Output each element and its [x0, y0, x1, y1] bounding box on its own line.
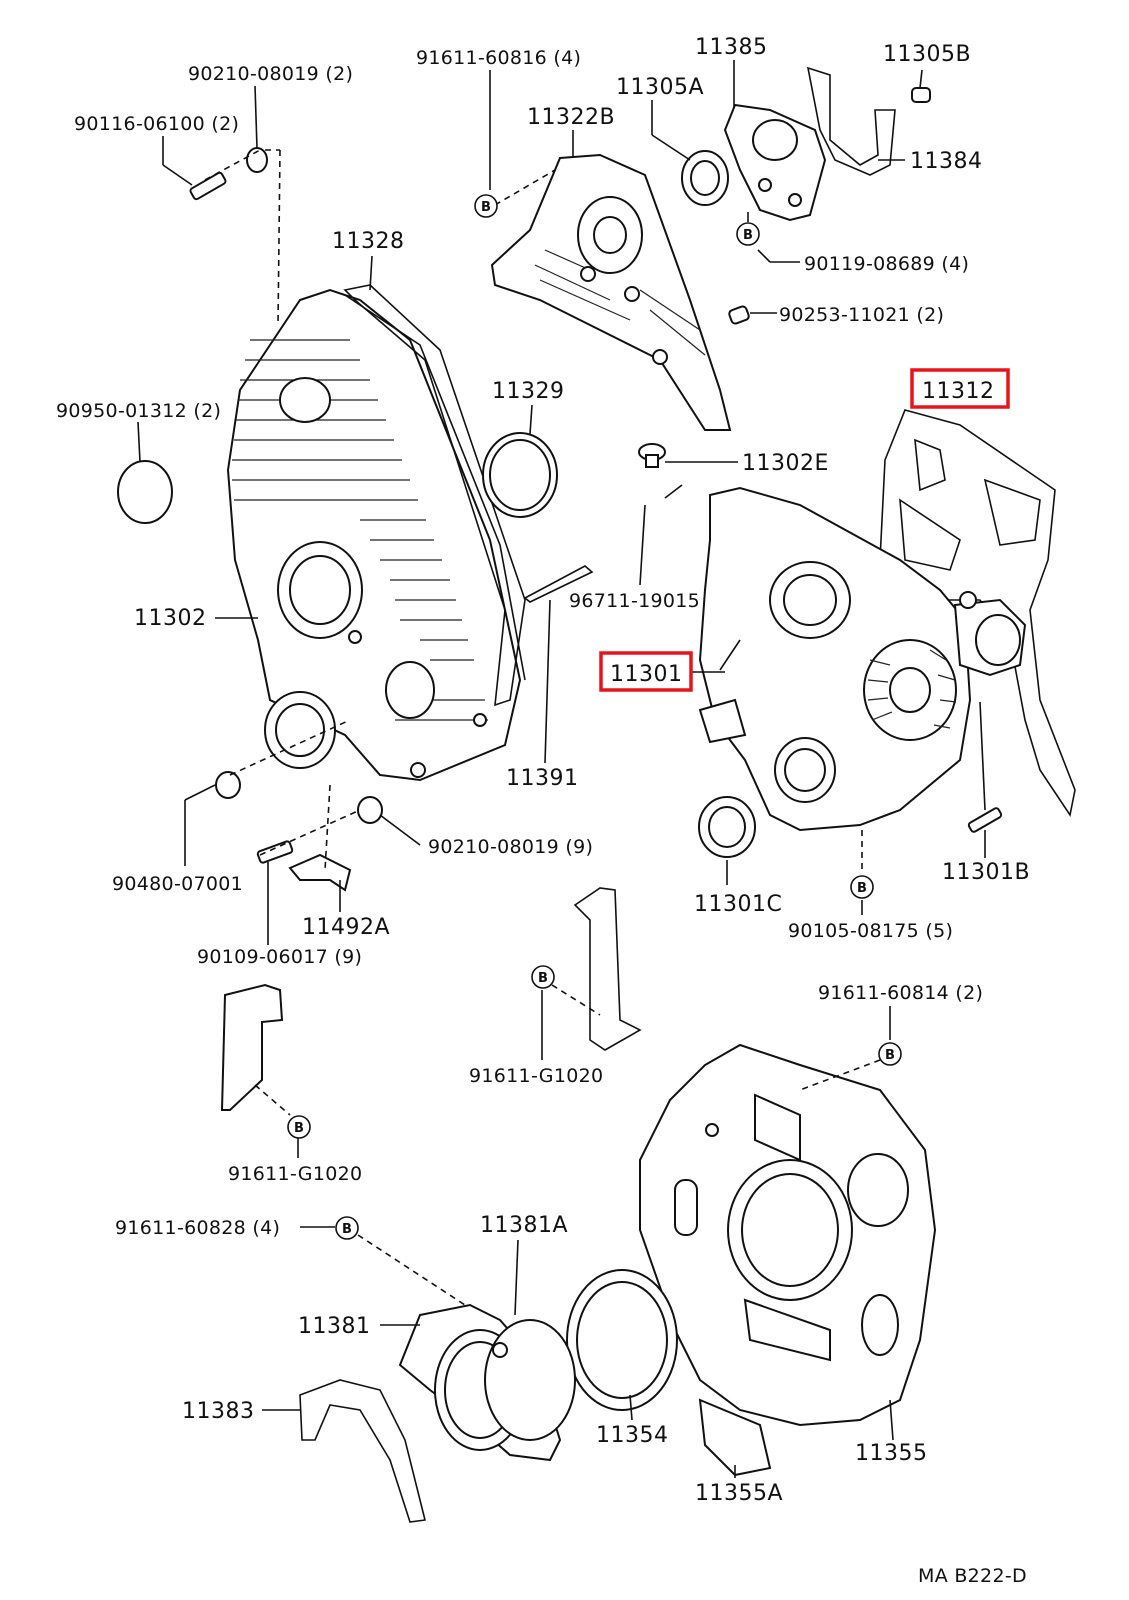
svg-text:B: B	[857, 881, 867, 896]
part-dipstick-11391	[523, 565, 594, 603]
callout-11301c[interactable]: 11301C	[694, 892, 782, 917]
callout-11381[interactable]: 11381	[298, 1314, 371, 1339]
callout-11381a[interactable]: 11381A	[480, 1213, 568, 1238]
part-washer-90210-9	[357, 796, 383, 824]
bolt-marker: B	[850, 875, 874, 899]
callout-11305a[interactable]: 11305A	[616, 75, 704, 100]
bolt-markers: B B B B B B B	[287, 194, 902, 1240]
bolt-marker: B	[878, 1042, 902, 1066]
bolt-marker: B	[736, 222, 760, 246]
callout-90253-11021[interactable]: 90253-11021 (2)	[779, 304, 944, 326]
callout-11301b[interactable]: 11301B	[942, 860, 1030, 885]
callout-91611-g1020-a[interactable]: 91611-G1020	[469, 1065, 603, 1087]
highlight-box-11301	[599, 651, 693, 692]
part-stud-11301b	[967, 807, 1003, 833]
callout-11328[interactable]: 11328	[332, 229, 405, 254]
callout-labels: 11312 11301 90210-08019 (2) 90116-06100 …	[56, 35, 1030, 1506]
svg-text:B: B	[743, 228, 753, 243]
callout-11302[interactable]: 11302	[134, 606, 207, 631]
svg-text:B: B	[538, 971, 548, 986]
callout-11354[interactable]: 11354	[596, 1423, 669, 1448]
callout-90105-08175[interactable]: 90105-08175 (5)	[788, 920, 953, 942]
bolt-marker: B	[335, 1216, 359, 1240]
part-bracket-left	[220, 983, 284, 1111]
part-seal-11354	[566, 1269, 678, 1411]
part-gasket-11328	[343, 284, 526, 707]
callout-11322b[interactable]: 11322B	[527, 105, 615, 130]
part-bracket-11492a	[288, 853, 352, 892]
part-housing-11385	[723, 103, 827, 222]
part-seal-11329	[482, 432, 558, 518]
part-washer-90480	[215, 771, 241, 799]
part-plate-11322b	[490, 153, 732, 431]
callout-11384[interactable]: 11384	[910, 149, 983, 174]
callout-11329[interactable]: 11329	[492, 379, 565, 404]
leader-lines	[137, 60, 986, 1478]
svg-text:B: B	[342, 1222, 352, 1237]
part-cover-11355a	[698, 1398, 772, 1477]
part-case-11301	[698, 486, 1027, 832]
callout-11305b[interactable]: 11305B	[883, 42, 971, 67]
part-seal-11305a	[681, 150, 729, 206]
svg-text:B: B	[294, 1121, 304, 1136]
svg-text:B: B	[885, 1048, 895, 1063]
part-retainer-11381	[398, 1303, 576, 1462]
callout-90116-06100[interactable]: 90116-06100 (2)	[74, 113, 239, 135]
part-bracket-center	[573, 887, 642, 1051]
part-timing-cover-11302	[226, 288, 526, 782]
callout-11492a[interactable]: 11492A	[302, 915, 390, 940]
part-bolt-90109	[256, 840, 294, 864]
callout-90109-06017[interactable]: 90109-06017 (9)	[197, 946, 362, 968]
callout-90210-08019-9[interactable]: 90210-08019 (9)	[428, 836, 593, 858]
callout-90119-08689[interactable]: 90119-08689 (4)	[804, 253, 969, 275]
callout-90950-01312[interactable]: 90950-01312 (2)	[56, 400, 221, 422]
part-gasket-11384	[806, 66, 896, 176]
callout-96711-19015[interactable]: 96711-19015	[569, 590, 700, 612]
callout-91611-60828[interactable]: 91611-60828 (4)	[115, 1217, 280, 1239]
part-plug-11302e	[638, 443, 666, 468]
part-plate-11355	[639, 1043, 937, 1427]
bolt-marker: B	[531, 965, 555, 989]
svg-text:B: B	[481, 200, 491, 215]
part-pin-90253	[728, 305, 750, 325]
part-seal-11301c	[698, 796, 756, 858]
part-plug-90950-01312	[117, 460, 173, 524]
callout-91611-60814[interactable]: 91611-60814 (2)	[818, 982, 983, 1004]
part-bolt-90116	[189, 171, 227, 201]
callout-11355a[interactable]: 11355A	[695, 1481, 783, 1506]
callout-11383[interactable]: 11383	[182, 1399, 255, 1424]
highlight-box-11312	[910, 368, 1010, 409]
callout-11385[interactable]: 11385	[695, 35, 768, 60]
callout-11391[interactable]: 11391	[506, 766, 579, 791]
bolt-marker: B	[287, 1115, 311, 1139]
callout-11301[interactable]: 11301	[610, 662, 683, 687]
callout-91611-g1020-b[interactable]: 91611-G1020	[228, 1163, 362, 1185]
callout-11302e[interactable]: 11302E	[742, 451, 829, 476]
part-pin-11305b	[911, 87, 931, 103]
callout-90480-07001[interactable]: 90480-07001	[112, 873, 243, 895]
diagram-code: MA B222-D	[918, 1565, 1027, 1587]
callout-11312[interactable]: 11312	[922, 379, 995, 404]
part-pin-96711-19015	[664, 484, 683, 499]
callout-90210-08019-2[interactable]: 90210-08019 (2)	[188, 63, 353, 85]
bolt-marker: B	[474, 194, 498, 218]
part-gasket-11383	[299, 1379, 426, 1523]
callout-11355[interactable]: 11355	[855, 1441, 928, 1466]
callout-91611-60816[interactable]: 91611-60816 (4)	[416, 47, 581, 69]
